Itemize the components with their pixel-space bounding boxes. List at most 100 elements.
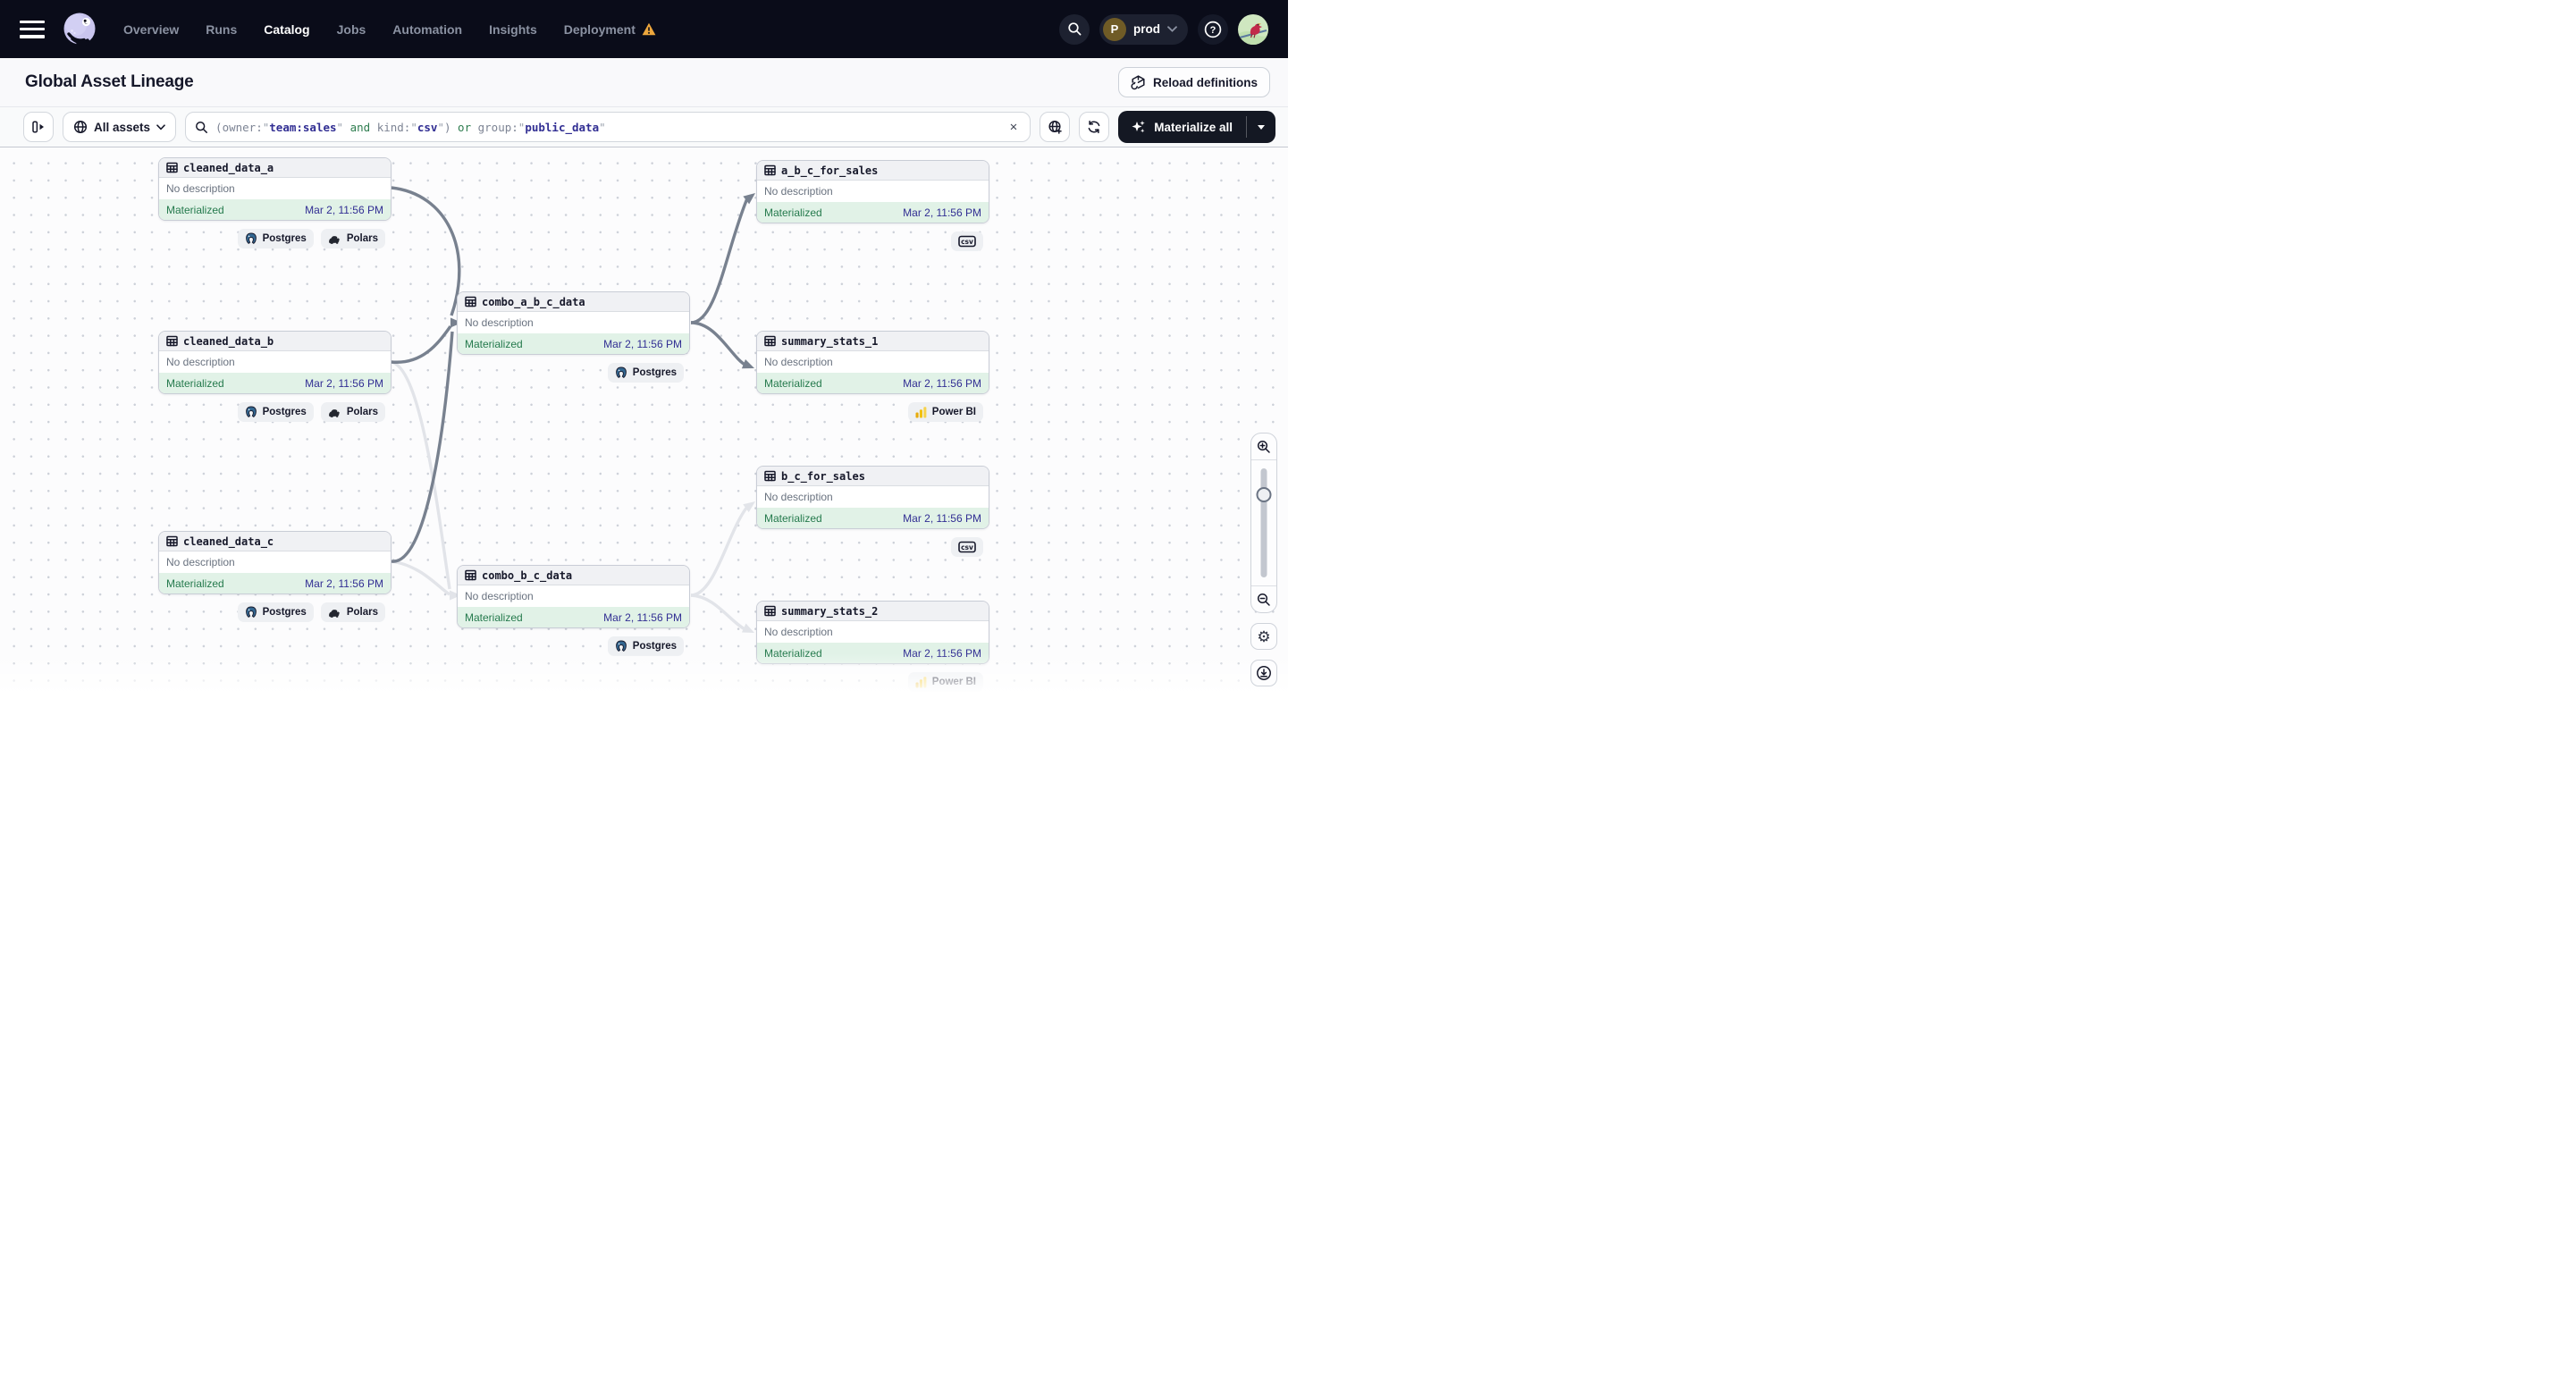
dagster-logo[interactable] <box>61 11 98 48</box>
asset-card[interactable]: cleaned_data_b No description Materializ… <box>158 331 391 394</box>
kind-tag-polars[interactable]: Polars <box>320 602 385 622</box>
kind-tag-polars[interactable]: Polars <box>320 229 385 248</box>
environment-switcher[interactable]: P prod <box>1099 13 1188 45</box>
asset-node-b_c_for_sales: b_c_for_sales No description Materialize… <box>756 466 989 557</box>
asset-card[interactable]: a_b_c_for_sales No description Materiali… <box>756 160 989 223</box>
asset-card[interactable]: combo_a_b_c_data No description Material… <box>457 291 690 355</box>
asset-card[interactable]: combo_b_c_data No description Materializ… <box>457 565 690 628</box>
asset-filter-input[interactable]: (owner:"team:sales" and kind:"csv") or g… <box>185 112 1031 142</box>
asset-card[interactable]: summary_stats_2 No description Materiali… <box>756 601 989 664</box>
asset-name: cleaned_data_a <box>183 161 274 174</box>
edge-cleaned_data_b-to-combo_b_c_data <box>391 360 451 590</box>
zoom-slider-handle[interactable] <box>1256 487 1272 502</box>
csv-file-icon: csv <box>958 541 976 553</box>
edge-combo_a_b_c_data-to-a_b_c_for_sales <box>690 198 749 324</box>
zoom-in-button[interactable] <box>1251 434 1276 460</box>
help-button[interactable]: ? <box>1198 13 1228 45</box>
zoom-slider-track[interactable] <box>1260 468 1267 577</box>
materialize-options-button[interactable] <box>1247 111 1275 143</box>
asset-tags: Power BI <box>756 672 989 692</box>
nav-tab-jobs[interactable]: Jobs <box>336 21 366 37</box>
environment-name: prod <box>1133 22 1160 36</box>
table-icon <box>764 164 776 176</box>
refresh-button[interactable] <box>1079 112 1110 142</box>
asset-description: No description <box>166 356 235 368</box>
nav-tab-catalog[interactable]: Catalog <box>264 21 310 37</box>
kind-tag-csv[interactable]: csv <box>951 232 983 251</box>
materialized-timestamp: Mar 2, 11:56 PM <box>603 337 682 350</box>
edge-cleaned_data_c-to-combo_b_c_data <box>391 560 450 596</box>
asset-name: combo_b_c_data <box>482 568 573 582</box>
edge-cleaned_data_c-to-combo_a_b_c_data <box>391 331 454 563</box>
download-icon <box>1257 666 1271 680</box>
postgres-icon <box>615 366 627 378</box>
asset-node-summary_stats_1: summary_stats_1 No description Materiali… <box>756 331 989 422</box>
nav-tab-runs[interactable]: Runs <box>206 21 238 37</box>
asset-tags: Postgres Polars <box>158 402 391 422</box>
nav-tabs: Overview Runs Catalog Jobs Automation Insight… <box>123 22 656 37</box>
environment-initial: P <box>1103 17 1126 41</box>
search-icon <box>1067 22 1081 36</box>
asset-tags: Postgres Polars <box>158 229 391 248</box>
kind-tag-postgres[interactable]: Postgres <box>237 602 314 622</box>
user-avatar[interactable] <box>1238 13 1268 45</box>
asset-card[interactable]: b_c_for_sales No description Materialize… <box>756 466 989 529</box>
kind-tag-label: Postgres <box>262 407 307 417</box>
lineage-canvas[interactable]: cleaned_data_a No description Materializ… <box>0 147 1288 694</box>
asset-name: cleaned_data_c <box>183 535 274 548</box>
lineage-scope-button[interactable] <box>1040 112 1071 142</box>
nav-tab-insights[interactable]: Insights <box>489 21 537 37</box>
asset-name: summary_stats_1 <box>781 334 879 348</box>
materialize-all-button[interactable]: Materialize all <box>1118 111 1246 143</box>
materialized-timestamp: Mar 2, 11:56 PM <box>903 646 981 660</box>
page-title: Global Asset Lineage <box>25 72 194 91</box>
edge-arrowhead <box>741 623 754 633</box>
table-icon <box>465 569 476 581</box>
kind-tag-powerbi[interactable]: Power BI <box>907 402 983 422</box>
kind-tag-label: Postgres <box>632 367 677 378</box>
svg-text:?: ? <box>1210 25 1216 36</box>
menu-icon[interactable] <box>20 20 45 38</box>
kind-tag-postgres[interactable]: Postgres <box>237 402 314 422</box>
reload-cube-icon <box>1131 74 1145 89</box>
materialized-timestamp: Mar 2, 11:56 PM <box>305 203 383 216</box>
kind-tag-label: Postgres <box>262 607 307 618</box>
materialized-timestamp: Mar 2, 11:56 PM <box>305 577 383 590</box>
nav-tab-deployment[interactable]: Deployment <box>564 22 656 37</box>
clear-filter-button[interactable]: ✕ <box>1009 120 1018 134</box>
asset-scope-dropdown[interactable]: All assets <box>63 112 177 142</box>
sparkles-icon <box>1132 121 1145 133</box>
kind-tag-postgres[interactable]: Postgres <box>607 363 684 383</box>
graph-settings-button[interactable]: ⚙ <box>1250 623 1277 650</box>
nav-tab-overview[interactable]: Overview <box>123 21 180 37</box>
table-icon <box>166 162 178 173</box>
asset-card[interactable]: summary_stats_1 No description Materiali… <box>756 331 989 394</box>
kind-tag-csv[interactable]: csv <box>951 537 983 557</box>
kind-tag-label: Polars <box>346 407 378 417</box>
download-view-button[interactable] <box>1250 660 1277 686</box>
asset-description: No description <box>465 316 534 329</box>
view-controls: ⚙ <box>1250 433 1277 686</box>
chevron-down-icon <box>156 123 165 130</box>
asset-node-cleaned_data_a: cleaned_data_a No description Materializ… <box>158 157 391 248</box>
kind-tag-postgres[interactable]: Postgres <box>607 636 684 656</box>
asset-card[interactable]: cleaned_data_a No description Materializ… <box>158 157 391 221</box>
nav-tab-automation[interactable]: Automation <box>392 21 463 37</box>
top-nav: Overview Runs Catalog Jobs Automation Insight… <box>0 0 1288 58</box>
kind-tag-label: Power BI <box>931 677 976 687</box>
global-search-button[interactable] <box>1059 13 1090 45</box>
zoom-out-button[interactable] <box>1251 585 1276 612</box>
materialized-status: Materialized <box>465 337 523 350</box>
kind-tag-polars[interactable]: Polars <box>320 402 385 422</box>
kind-tag-postgres[interactable]: Postgres <box>237 229 314 248</box>
kind-tag-powerbi[interactable]: Power BI <box>907 672 983 692</box>
reload-definitions-button[interactable]: Reload definitions <box>1117 67 1270 97</box>
edge-arrowhead <box>450 590 461 601</box>
caret-down-icon <box>1258 124 1265 130</box>
toggle-left-panel-button[interactable] <box>23 112 54 142</box>
refresh-icon <box>1088 120 1100 134</box>
asset-card[interactable]: cleaned_data_c No description Materializ… <box>158 531 391 594</box>
table-icon <box>764 470 776 482</box>
edge-combo_b_c_data-to-b_c_for_sales <box>690 505 749 597</box>
postgres-icon <box>245 406 257 417</box>
